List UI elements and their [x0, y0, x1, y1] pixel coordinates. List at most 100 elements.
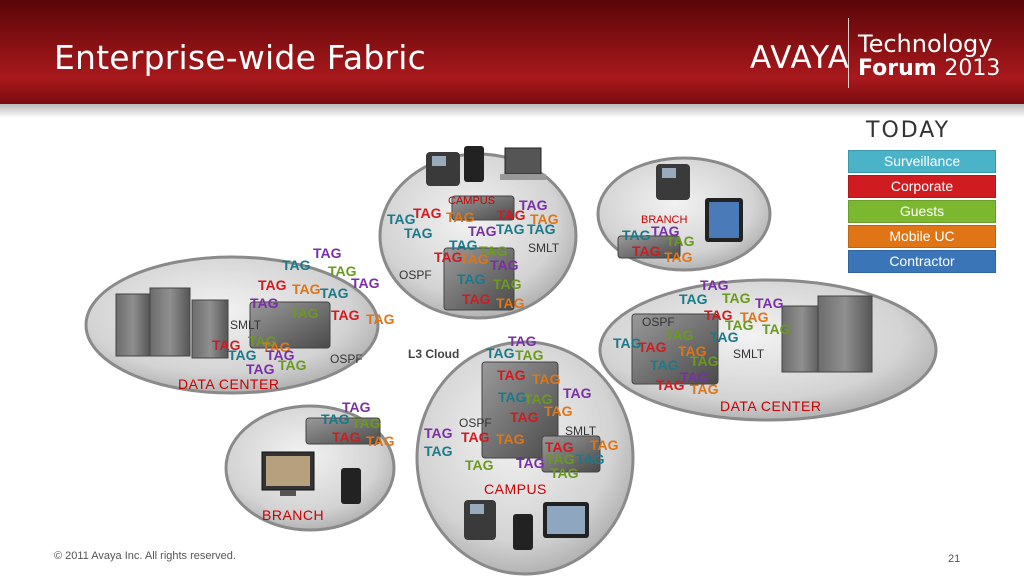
- vlan-tag-label: TAG: [490, 257, 519, 273]
- vlan-tag-label: TAG: [710, 329, 739, 345]
- vlan-tag-label: TAG: [524, 391, 553, 407]
- copyright-footer: © 2011 Avaya Inc. All rights reserved.: [54, 550, 236, 562]
- vlan-tag-label: TAG: [258, 277, 287, 293]
- laptop-icon: [500, 147, 546, 180]
- vlan-tag-label: TAG: [550, 465, 579, 481]
- vlan-tag-label: TAG: [563, 385, 592, 401]
- vlan-tag-label: TAG: [246, 361, 275, 377]
- vlan-tag-label: TAG: [366, 311, 395, 327]
- vlan-tag-label: TAG: [468, 223, 497, 239]
- legend-item-guests: Guests: [848, 200, 996, 223]
- vlan-tag-label: TAG: [449, 237, 478, 253]
- datacenter-right-protocol-ospf: OSPF: [642, 315, 675, 329]
- vlan-tag-label: TAG: [530, 211, 559, 227]
- vlan-tag-label: TAG: [342, 399, 371, 415]
- vlan-tag-label: TAG: [496, 221, 525, 237]
- vlan-tag-label: TAG: [527, 221, 556, 237]
- vlan-tag-label: TAG: [331, 307, 360, 323]
- legend-item-surveillance: Surveillance: [848, 150, 996, 173]
- datacenter-left-protocol-ospf: OSPF: [330, 352, 363, 366]
- branch-top-right-label: BRANCH: [641, 214, 688, 226]
- datacenter-left-protocol-smlt: SMLT: [230, 318, 262, 332]
- vlan-tag-label: TAG: [457, 271, 486, 287]
- vlan-tag-label: TAG: [496, 295, 525, 311]
- video-monitor-icon: [261, 451, 315, 496]
- vlan-tag-label: TAG: [690, 353, 719, 369]
- vlan-tag-label: TAG: [508, 333, 537, 349]
- vlan-tag-label: TAG: [413, 205, 442, 221]
- vlan-tag-label: TAG: [465, 457, 494, 473]
- legend-item-contractor: Contractor: [848, 250, 996, 273]
- server-rack-icon: [115, 287, 229, 359]
- campus-bottom-label: CAMPUS: [484, 481, 547, 497]
- vlan-tag-label: TAG: [498, 389, 527, 405]
- vlan-tag-label: TAG: [680, 369, 709, 385]
- slide-header: [0, 0, 1024, 104]
- vlan-tag-label: TAG: [704, 307, 733, 323]
- datacenter-right-label: DATA CENTER: [720, 398, 821, 414]
- vlan-tag-label: TAG: [576, 451, 605, 467]
- legend-item-mobile-uc: Mobile UC: [848, 225, 996, 248]
- vlan-tag-label: TAG: [516, 455, 545, 471]
- vlan-tag-label: TAG: [493, 276, 522, 292]
- vlan-tag-label: TAG: [320, 285, 349, 301]
- vlan-tag-label: TAG: [544, 403, 573, 419]
- vlan-tag-label: TAG: [545, 439, 574, 455]
- vlan-tag-label: TAG: [282, 257, 311, 273]
- vlan-tag-label: TAG: [486, 345, 515, 361]
- vlan-tag-label: TAG: [446, 209, 475, 225]
- vlan-tag-label: TAG: [424, 425, 453, 441]
- brand-divider: [848, 18, 849, 88]
- tablet-icon: [543, 198, 743, 538]
- server-rack-icon: [781, 295, 873, 373]
- vlan-tag-label: TAG: [650, 357, 679, 373]
- vlan-tag-label: TAG: [762, 321, 791, 337]
- vlan-tag-label: TAG: [519, 197, 548, 213]
- vlan-tag-label: TAG: [212, 337, 241, 353]
- vlan-tag-label: TAG: [496, 431, 525, 447]
- vlan-tag-label: TAG: [638, 339, 667, 355]
- slide-title: Enterprise-wide Fabric: [54, 38, 426, 77]
- vlan-tag-label: TAG: [532, 371, 561, 387]
- vlan-tag-label: TAG: [479, 243, 508, 259]
- legend-title: TODAY: [866, 118, 951, 143]
- page-number: 21: [948, 553, 961, 565]
- datacenter-left-label: DATA CENTER: [178, 376, 279, 392]
- vlan-tag-label: TAG: [461, 429, 490, 445]
- vlan-tag-label: TAG: [250, 295, 279, 311]
- avaya-logo: AVAYA: [750, 40, 850, 76]
- vlan-tag-label: TAG: [290, 305, 319, 321]
- switch-stack-icon: [249, 195, 719, 473]
- vlan-tag-label: TAG: [679, 291, 708, 307]
- vlan-tag-label: TAG: [262, 339, 291, 355]
- vlan-tag-label: TAG: [351, 275, 380, 291]
- vlan-tag-label: TAG: [228, 347, 257, 363]
- vlan-tag-label: TAG: [266, 347, 295, 363]
- vlan-tag-label: TAG: [700, 277, 729, 293]
- vlan-tag-label: TAG: [665, 327, 694, 343]
- vlan-tag-label: TAG: [313, 245, 342, 261]
- vlan-tag-label: TAG: [497, 207, 526, 223]
- vlan-tag-label: TAG: [690, 381, 719, 397]
- vlan-tag-label: TAG: [613, 335, 642, 351]
- vlan-tag-label: TAG: [632, 243, 661, 259]
- vlan-tag-label: TAG: [656, 377, 685, 393]
- legend-item-corporate: Corporate: [848, 175, 996, 198]
- vlan-tag-label: TAG: [278, 357, 307, 373]
- vlan-tag-label: TAG: [321, 411, 350, 427]
- vlan-tag-label: TAG: [664, 249, 693, 265]
- vlan-tag-label: TAG: [332, 429, 361, 445]
- campus-top-protocol-ospf: OSPF: [399, 268, 432, 282]
- vlan-tag-label: TAG: [424, 443, 453, 459]
- vlan-tag-label: TAG: [722, 290, 751, 306]
- header-shadow: [0, 104, 1024, 118]
- vlan-tag-label: TAG: [678, 343, 707, 359]
- vlan-tag-label: TAG: [622, 227, 651, 243]
- vlan-tag-label: TAG: [248, 333, 277, 349]
- vlan-tag-label: TAG: [328, 263, 357, 279]
- vlan-tag-label: TAG: [292, 281, 321, 297]
- vlan-tag-label: TAG: [666, 233, 695, 249]
- vlan-tag-label: TAG: [546, 451, 575, 467]
